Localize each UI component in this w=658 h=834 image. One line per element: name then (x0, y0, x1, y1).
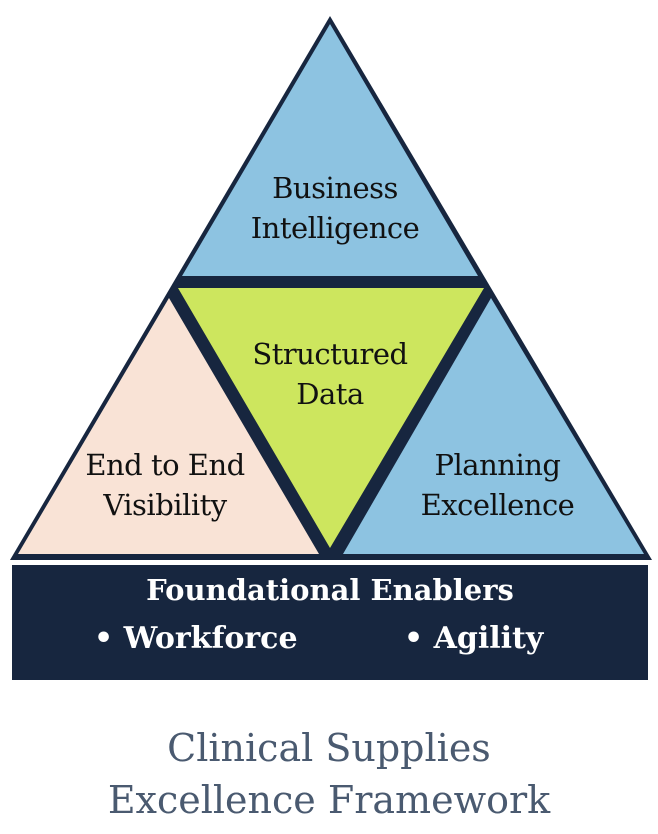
label-line: Planning (434, 448, 561, 482)
title-line: Excellence Framework (107, 778, 551, 822)
label-structured-data: Structured Data (210, 334, 450, 414)
label-line: Visibility (103, 488, 227, 522)
label-line: Structured (252, 337, 408, 371)
label-line: End to End (85, 448, 245, 482)
segment-end-to-end-visibility (18, 298, 319, 554)
label-end-to-end-visibility: End to End Visibility (50, 445, 280, 525)
segment-planning-excellence (343, 298, 644, 554)
enabler-agility: • Agility (404, 621, 544, 656)
segment-structured-data (178, 288, 484, 548)
foundational-enablers-box: Foundational Enablers • Workforce • Agil… (12, 565, 648, 680)
label-line: Business (272, 171, 398, 205)
label-business-intelligence: Business Intelligence (210, 168, 460, 248)
label-line: Intelligence (250, 211, 420, 245)
title-line: Clinical Supplies (167, 726, 491, 770)
enabler-workforce: • Workforce (94, 621, 298, 656)
label-planning-excellence: Planning Excellence (380, 445, 615, 525)
framework-title: Clinical Supplies Excellence Framework (0, 722, 658, 826)
label-line: Excellence (420, 488, 575, 522)
segment-business-intelligence (182, 24, 478, 276)
enablers-title: Foundational Enablers (146, 573, 514, 607)
label-line: Data (296, 377, 364, 411)
